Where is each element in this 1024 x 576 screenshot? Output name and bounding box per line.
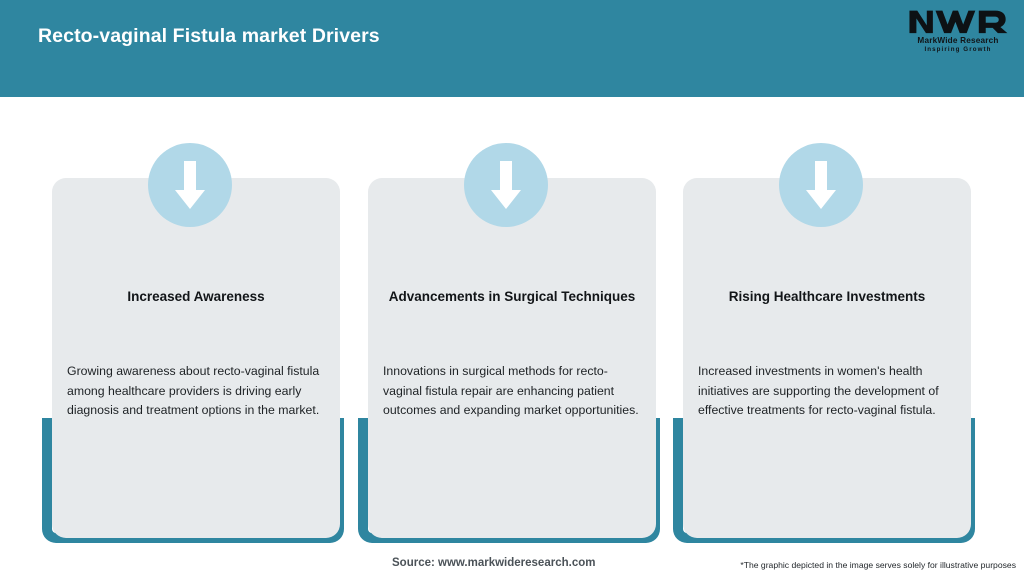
brand-logo: MarkWide Research Inspiring Growth bbox=[906, 7, 1010, 59]
down-arrow-icon bbox=[464, 143, 548, 227]
driver-card-1[interactable]: Increased Awareness Growing awareness ab… bbox=[42, 143, 344, 543]
card-body-text: Growing awareness about recto-vaginal fi… bbox=[67, 364, 320, 417]
driver-card-2[interactable]: Advancements in Surgical Techniques Inno… bbox=[358, 143, 660, 543]
card-panel: Rising Healthcare Investments Increased … bbox=[683, 178, 971, 538]
card-title: Advancements in Surgical Techniques bbox=[388, 289, 636, 304]
card-panel: Advancements in Surgical Techniques Inno… bbox=[368, 178, 656, 538]
card-body-text: Increased investments in women's health … bbox=[698, 364, 939, 417]
down-arrow-icon bbox=[148, 143, 232, 227]
logo-company-name: MarkWide Research bbox=[917, 36, 999, 45]
page-title: Recto-vaginal Fistula market Drivers bbox=[38, 25, 380, 47]
card-title: Increased Awareness bbox=[127, 289, 265, 304]
card-body-text: Innovations in surgical methods for rect… bbox=[383, 364, 639, 417]
card-panel: Increased Awareness Growing awareness ab… bbox=[52, 178, 340, 538]
source-label: Source: www.markwideresearch.com bbox=[392, 557, 596, 569]
card-title: Rising Healthcare Investments bbox=[728, 289, 926, 304]
logo-tagline: Inspiring Growth bbox=[924, 46, 992, 53]
disclaimer-label: *The graphic depicted in the image serve… bbox=[740, 560, 1016, 570]
down-arrow-icon bbox=[779, 143, 863, 227]
header-bar: Recto-vaginal Fistula market Drivers Mar… bbox=[0, 0, 1024, 97]
driver-card-3[interactable]: Rising Healthcare Investments Increased … bbox=[673, 143, 975, 543]
mwr-logo-icon bbox=[909, 10, 1008, 34]
